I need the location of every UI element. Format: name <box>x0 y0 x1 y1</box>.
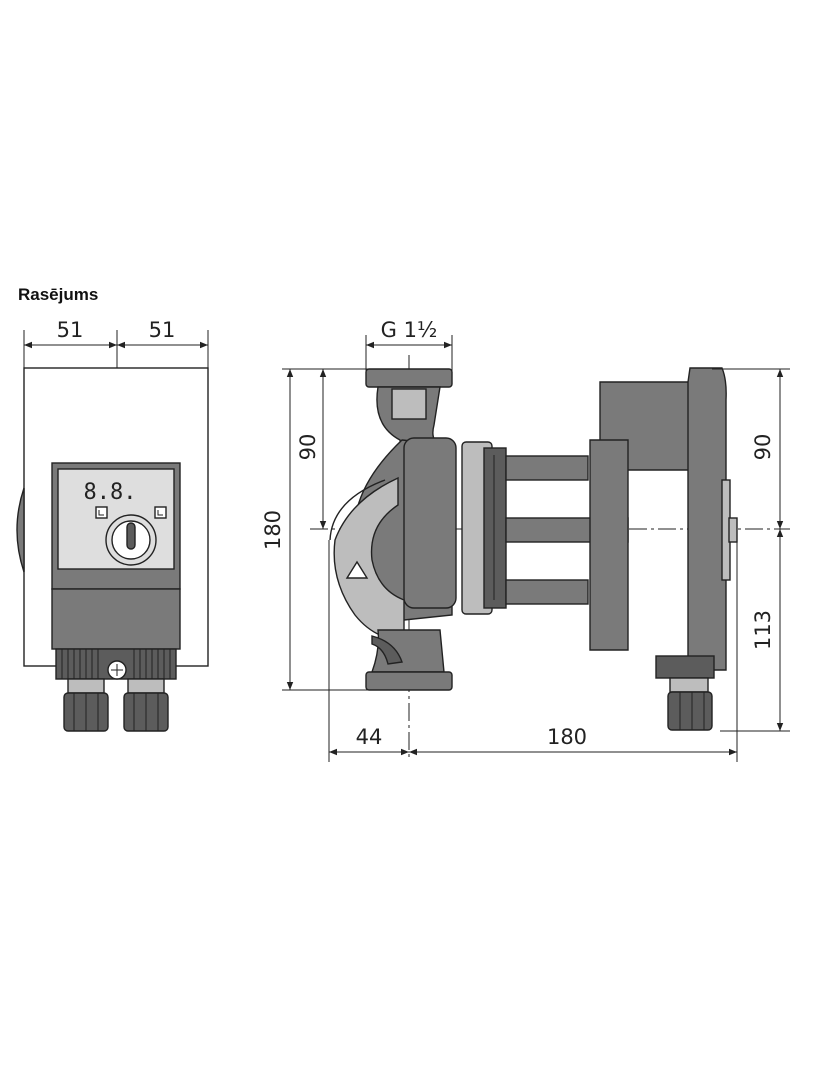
cable-gland-left-nut <box>67 678 105 694</box>
knob-indicator <box>126 522 136 550</box>
terminal-box <box>51 588 181 650</box>
flow-direction-icon <box>345 560 369 579</box>
bottom-flange <box>365 671 453 691</box>
cable-gland-right-nut <box>127 678 165 694</box>
top-flange <box>365 368 453 388</box>
rib-lines <box>61 649 171 679</box>
side-view: G 1½ 180 90 <box>261 318 790 762</box>
drawing-heading: Rasējums <box>18 285 99 304</box>
control-knob <box>105 514 157 566</box>
upper-neck-bore <box>391 388 427 420</box>
side-cable-gland <box>667 691 713 731</box>
rotor-housing <box>403 437 457 609</box>
display-readout: 8.8. <box>84 480 137 505</box>
upper-fin <box>505 455 589 481</box>
dim-top-height-right: 90 <box>751 434 775 461</box>
housing-bulge <box>16 487 25 573</box>
dim-total-length: 180 <box>547 725 587 749</box>
side-ribbed-band <box>655 655 715 679</box>
dim-thread: G 1½ <box>381 318 438 342</box>
vent-plug <box>728 517 738 543</box>
side-gland-nut <box>669 677 709 693</box>
dim-top-height-left: 90 <box>296 434 320 461</box>
mode-icon-left <box>95 506 108 519</box>
motor-body <box>589 439 629 651</box>
dim-left-width: 51 <box>57 318 84 342</box>
housing-ring <box>483 447 507 609</box>
front-view: 51 51 8.8. <box>16 318 209 732</box>
inlet-swirl <box>333 476 405 641</box>
dim-total-height: 180 <box>261 510 285 550</box>
control-box-side <box>687 367 727 671</box>
dim-bottom-height-right: 113 <box>751 610 775 650</box>
dim-right-width: 51 <box>149 318 176 342</box>
dim-inlet-offset: 44 <box>356 725 383 749</box>
lower-fin <box>505 579 589 605</box>
mode-icon-right <box>154 506 167 519</box>
